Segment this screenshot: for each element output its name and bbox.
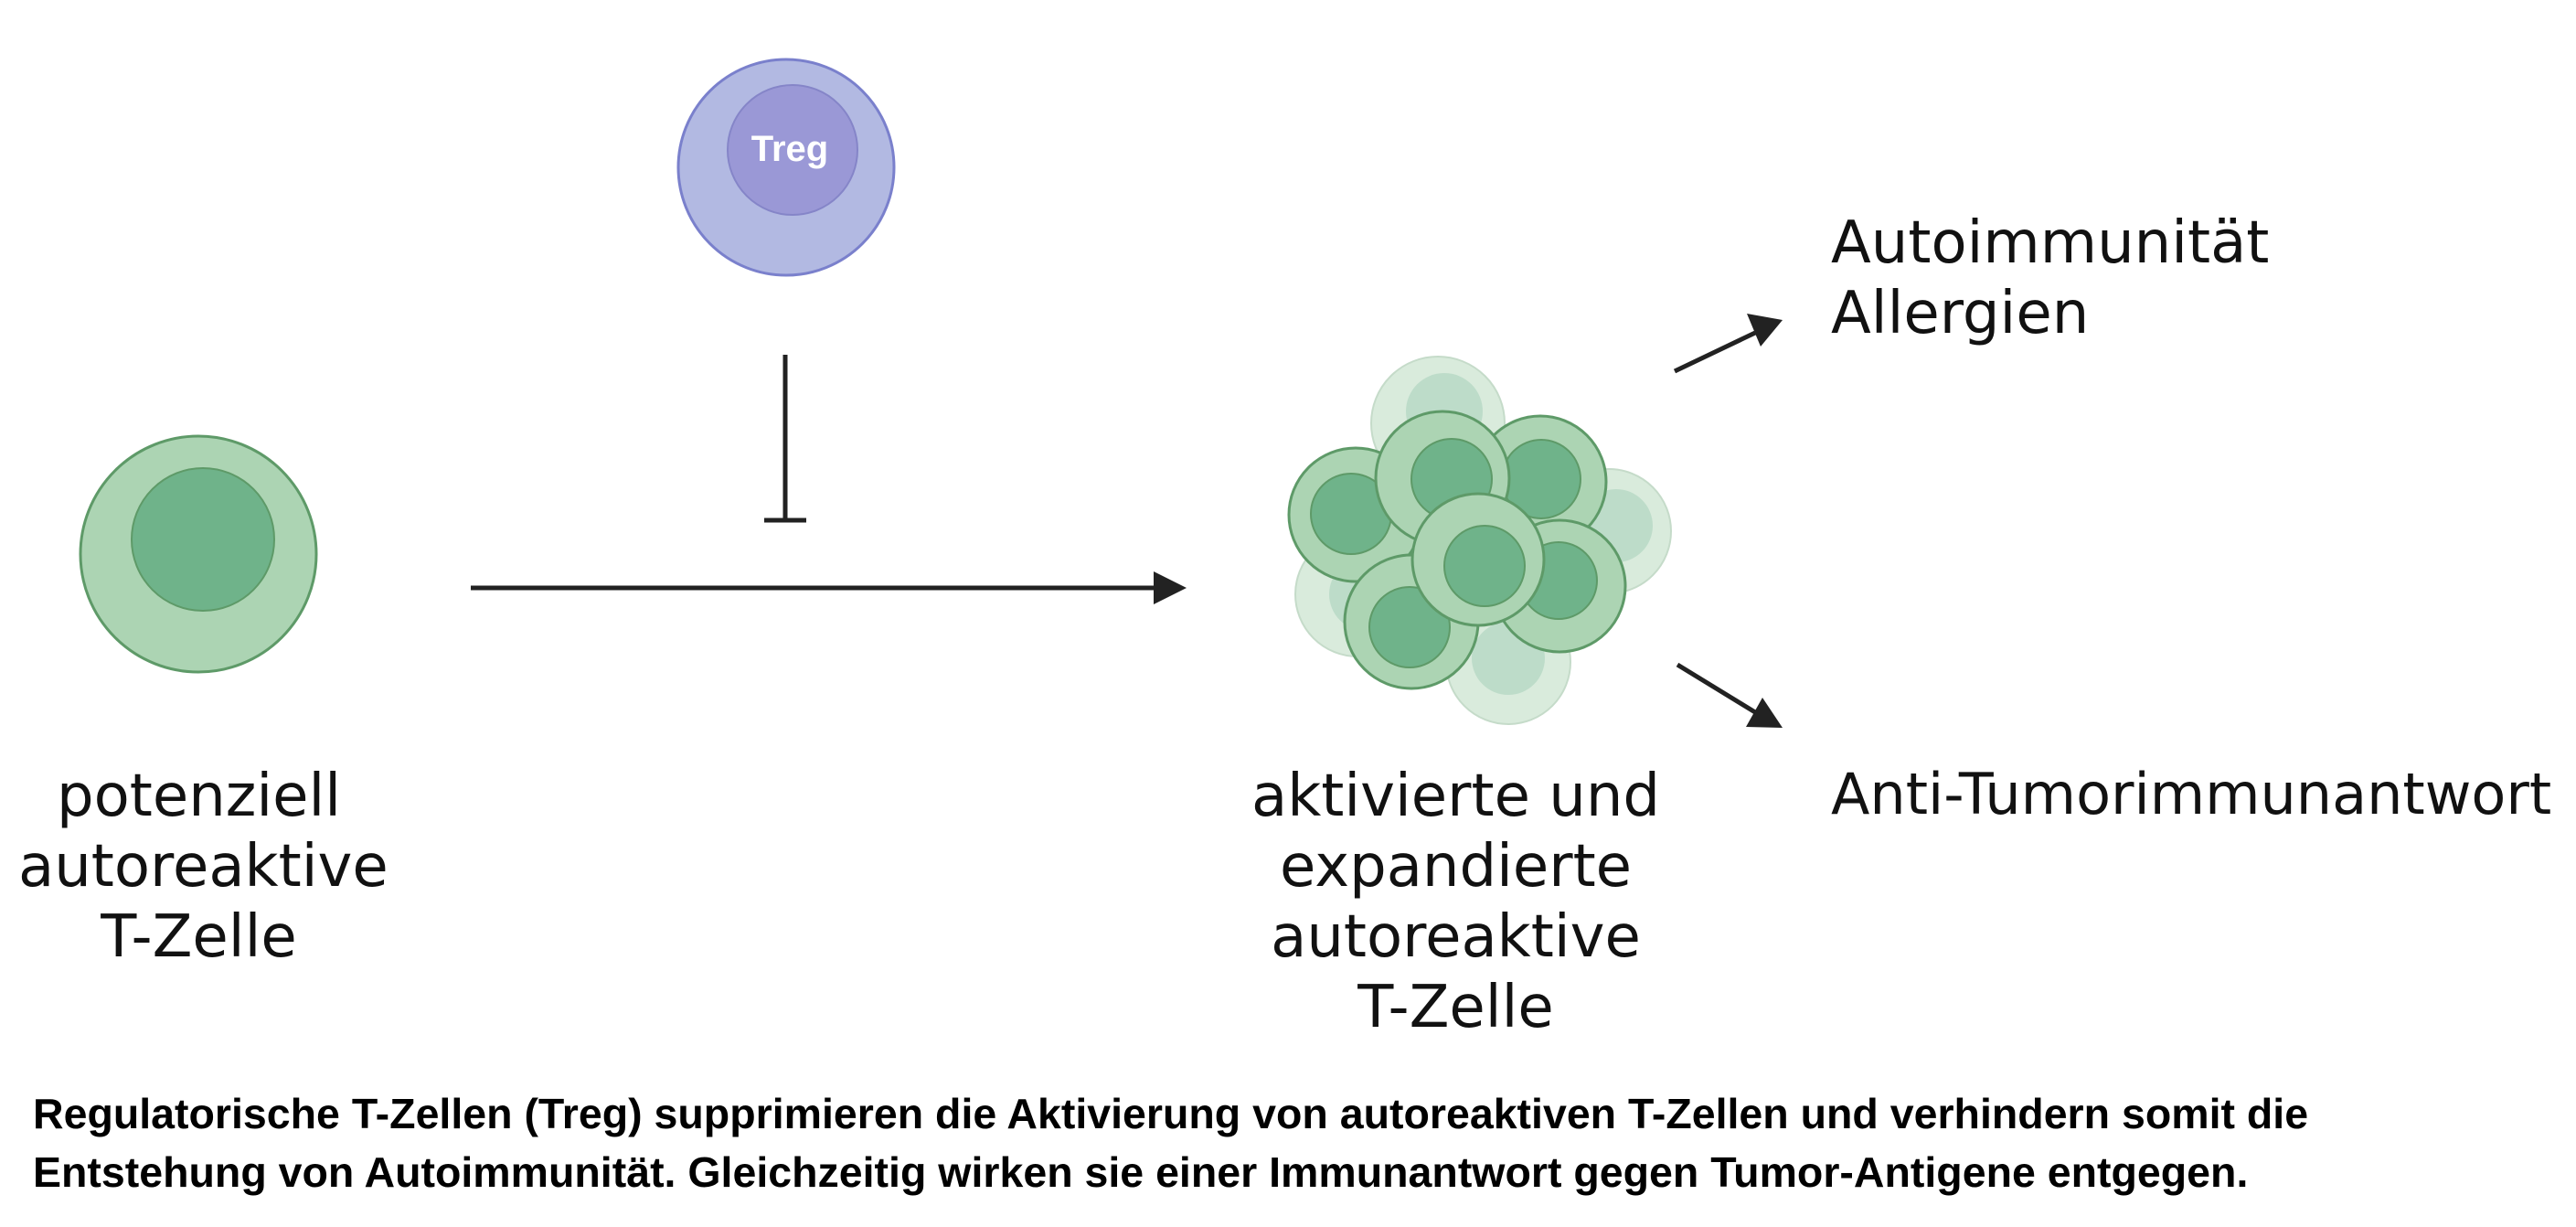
outcome-autoimmunity-label: Autoimmunität Allergien	[1831, 208, 2269, 349]
outcome-line: Allergien	[1831, 280, 2090, 347]
treg-cell-nucleus	[727, 84, 858, 216]
cluster-cell-nucleus	[1368, 586, 1451, 668]
expanded-t-cell-cluster	[1287, 356, 1672, 725]
treg-label: Treg	[751, 129, 828, 169]
cluster-label-line: expandierte	[1279, 833, 1633, 901]
t-cell-nucleus	[131, 467, 275, 612]
arrow-to-anti-tumor	[1676, 662, 1757, 715]
figure-caption: Regulatorische T-Zellen (Treg) supprimie…	[33, 1084, 2547, 1201]
caption-line: Entstehung von Autoimmunität. Gleichzeit…	[33, 1148, 2249, 1196]
cluster-cell-nucleus	[1443, 525, 1526, 607]
inhibition-symbol	[764, 355, 806, 523]
cluster-label-line: T-Zelle	[1357, 974, 1554, 1041]
left-cell-label-line: potenziell	[56, 763, 342, 830]
arrow-to-autoimmunity	[1673, 330, 1757, 374]
outcome-anti-tumor-label: Anti-Tumorimmunantwort	[1831, 761, 2552, 827]
arrow-to-autoimmunity-head	[1747, 314, 1783, 347]
treg-cell: Treg	[676, 58, 896, 277]
left-cell-label: potenziell autoreaktive T-Zelle	[18, 762, 389, 973]
activation-arrowhead	[1154, 571, 1187, 604]
cluster-label-line: aktivierte und	[1251, 763, 1661, 830]
cluster-label-line: autoreaktive	[1271, 903, 1641, 971]
left-cell-label-line: autoreaktive	[18, 833, 389, 901]
arrow-to-anti-tumor-head	[1746, 698, 1783, 728]
caption-line: Regulatorische T-Zellen (Treg) supprimie…	[33, 1090, 2309, 1137]
outcome-line: Autoimmunität	[1831, 209, 2270, 277]
cluster-label: aktivierte und expandierte autoreaktive …	[1234, 762, 1677, 1043]
left-cell-label-line: T-Zelle	[101, 903, 297, 971]
autoreactive-t-cell	[79, 434, 318, 674]
